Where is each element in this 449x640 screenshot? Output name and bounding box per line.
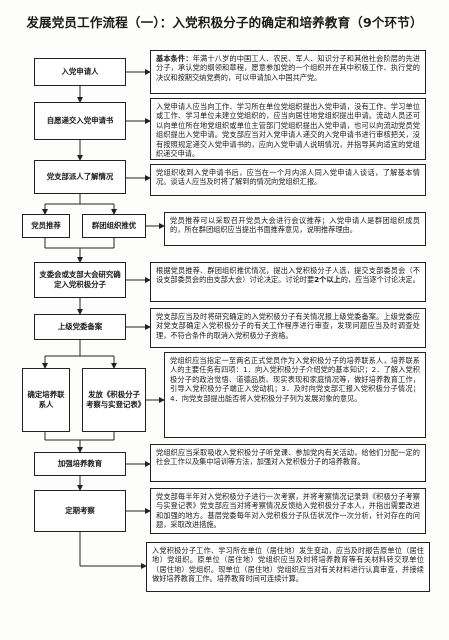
page-title: 发展党员工作流程（一）：入党积极分子的确定和培养教育（9个环节） [26,15,423,30]
step-assign-contact: 确定培养联系人 [22,368,70,432]
step-submit-application: 自愿递交入党申请书 [34,102,126,140]
desc-basic-conditions-label: 基本条件： [156,54,193,63]
desc-basic-conditions: 基本条件：年满十八岁的中国工人、农民、军人、知识分子和其他社会阶层的先进分子，承… [150,50,426,94]
desc-determine-activist-post: 的，应当逐个讨论决定。 [340,275,420,285]
desc-superior-record: 党支部应当及时将研究确定的入党积极分子有关情况报上级党委备案。上级党委应对党支部… [150,308,426,348]
desc-basic-conditions-text: 年满十八岁的中国工人、农民、军人、知识分子和其他社会阶层的先进分子，承认党的纲领… [156,54,420,82]
desc-determine-activist: 根据党员推荐、群团组织推优情况，提出入党积极分子人选，提交支部委员会（不设支部委… [150,262,426,302]
step-determine-activist: 支委会或支部大会研究确定入党积极分子 [34,262,126,298]
step-issue-register: 发放《积极分子考察与实登记表》 [82,368,146,432]
step-group-recommend: 群团组织推优 [82,214,146,238]
desc-recommendation: 党员推荐可以采取召开党员大会进行会议推荐；入党申请人是群团组织成员的，所在群团组… [164,212,426,246]
desc-contact-person: 党组织应当指定一至两名正式党员作为入党积极分子的培养联系人，培养联系人的主要任务… [164,352,426,438]
desc-periodic-review: 党支部每半年对入党积极分子进行一次考察，并将考察情况记录到《积极分子考察与实登记… [150,488,426,534]
step-member-recommend: 党员推荐 [22,214,70,238]
step-branch-inquiry: 党支部派人了解情况 [34,160,126,194]
desc-training: 党组织应当采取吸收入党积极分子听党课、参加党内有关活动，给他们分配一定的社会工作… [150,444,426,482]
step-strengthen-training: 加强培养教育 [34,452,126,476]
desc-determine-activist-pre: 根据党员推荐、群团组织推优情况，提出入党积极分子人选，提交支部委员会（不设支部委… [156,266,420,285]
desc-branch-inquiry: 党组织收到入党申请书后，应当在一个月内派人同入党申请人谈话，了解基本情况。谈话人… [150,164,426,196]
desc-determine-activist-bold: 2个以上 [314,275,341,285]
step-applicant: 入党申请人 [34,58,126,86]
step-periodic-review: 定期考察 [34,490,126,532]
desc-transfer: 入党积极分子工作、学习所在单位（居住地）发生变动，应当及时报告原单位（居住地）党… [146,542,430,592]
desc-submit-application: 入党申请人应当向工作、学习所在单位党组织提出入党申请，没有工作、学习单位或工作、… [150,98,426,160]
step-superior-record: 上级党委备案 [34,314,126,340]
